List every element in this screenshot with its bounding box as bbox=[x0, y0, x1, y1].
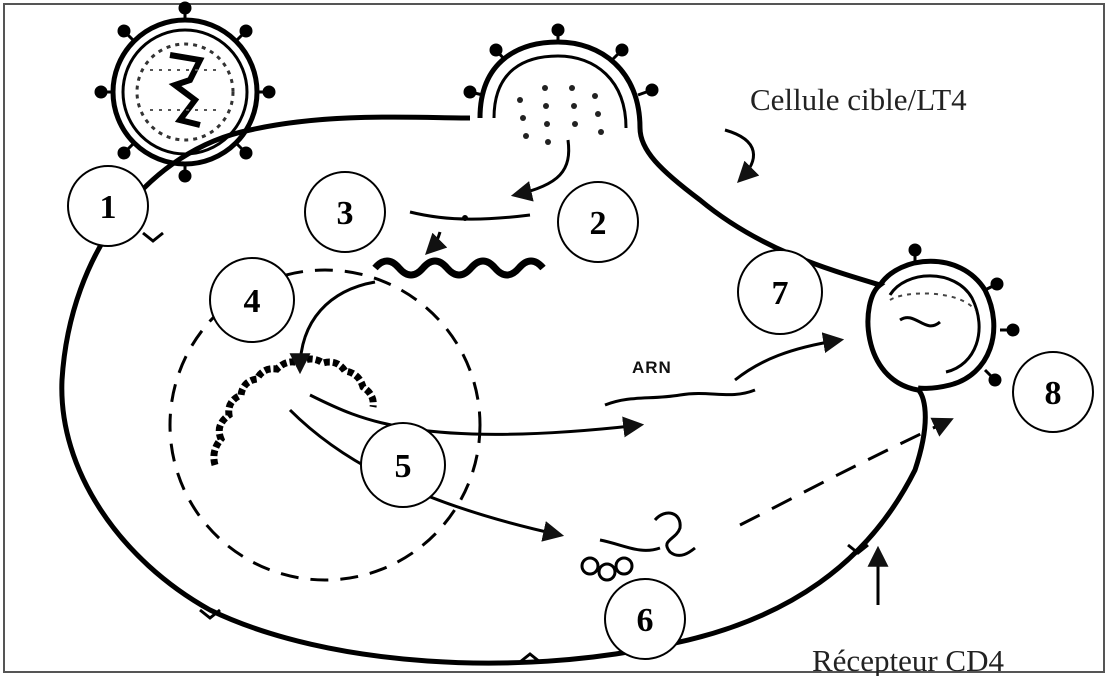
arrow-4-to-5 bbox=[289, 280, 376, 375]
arrow-protein-to-budding bbox=[739, 417, 954, 527]
virion-free bbox=[94, 1, 276, 183]
svg-text:3: 3 bbox=[337, 195, 354, 232]
svg-text:6: 6 bbox=[637, 602, 654, 639]
integrated-dna bbox=[210, 355, 377, 466]
cd4-receptors bbox=[142, 231, 869, 664]
label-target-cell: Cellule cible/LT4 bbox=[750, 82, 967, 117]
viral-rna-strand bbox=[409, 210, 531, 221]
step-marker-3: 3 bbox=[304, 171, 386, 253]
step-marker-2: 2 bbox=[557, 181, 639, 263]
mrna-strand bbox=[604, 388, 756, 407]
step-marker-6: 6 bbox=[604, 578, 686, 660]
arrow-3-to-4 bbox=[425, 231, 448, 255]
viral-dna-double bbox=[372, 257, 546, 279]
svg-text:1: 1 bbox=[100, 189, 117, 226]
cell-membrane bbox=[59, 114, 928, 666]
step-marker-4: 4 bbox=[209, 257, 295, 343]
frame-border bbox=[3, 3, 1105, 673]
arrow-2-to-3 bbox=[510, 139, 571, 202]
arrow-rna-to-budding bbox=[734, 332, 845, 382]
svg-text:5: 5 bbox=[395, 448, 412, 485]
step-marker-5: 5 bbox=[360, 422, 446, 508]
arrow-5-to-rna bbox=[309, 393, 645, 438]
ribosome-complex bbox=[580, 511, 696, 582]
virion-fusing bbox=[463, 23, 659, 145]
step-marker-1: 1 bbox=[67, 165, 149, 247]
svg-text:7: 7 bbox=[772, 275, 789, 312]
nucleus bbox=[168, 268, 482, 582]
label-cd4-receptor: Récepteur CD4 bbox=[812, 643, 1004, 676]
svg-text:4: 4 bbox=[244, 283, 261, 320]
arrow-cell-label bbox=[724, 128, 760, 183]
step-marker-8: 8 bbox=[1012, 351, 1094, 433]
svg-text:2: 2 bbox=[590, 205, 607, 242]
label-arn: ARN bbox=[632, 358, 672, 377]
svg-text:8: 8 bbox=[1045, 375, 1062, 412]
virion-budding bbox=[877, 243, 1020, 391]
step-marker-7: 7 bbox=[737, 249, 823, 335]
